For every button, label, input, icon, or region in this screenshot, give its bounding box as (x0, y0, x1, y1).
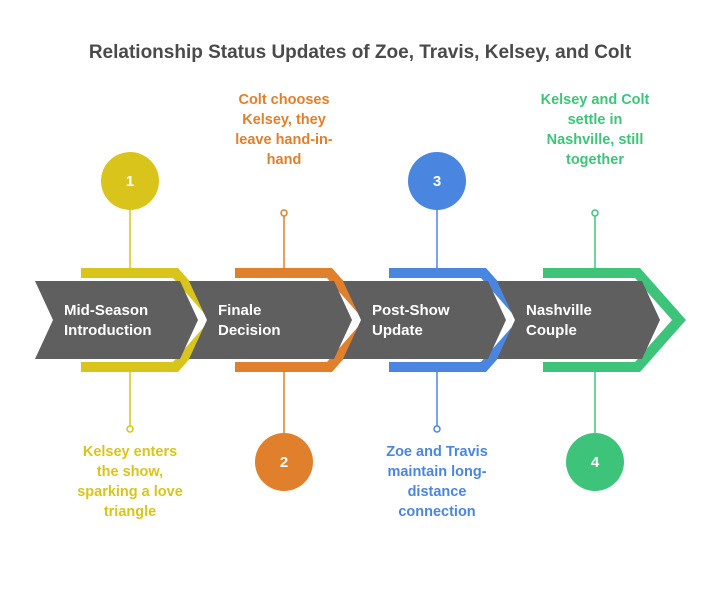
step-3-desc-line1: Zoe and Travis (386, 444, 488, 460)
step-1-label: Mid-Season Introduction (64, 301, 151, 341)
step-1-accent-chevron (81, 268, 224, 372)
step-4-desc-line4: together (566, 152, 624, 168)
step-4-label-line1: Nashville (526, 302, 592, 319)
step-4-desc-line3: Nashville, still (546, 132, 644, 148)
step-3-number-circle (408, 152, 466, 210)
step-4-description: Kelsey and Colt settle in Nashville, sti… (525, 90, 665, 170)
step-4-number: 4 (591, 454, 600, 471)
step-2-description: Colt chooses Kelsey, they leave hand-in-… (214, 90, 354, 170)
diagram-title: Relationship Status Updates of Zoe, Trav… (88, 42, 632, 63)
step-4-label-line2: Couple (526, 322, 577, 339)
step-2-number: 2 (280, 454, 288, 471)
step-1: 1 (35, 152, 224, 433)
step-2-desc-line2: Kelsey, they (242, 112, 326, 128)
step-2-desc-line4: hand (266, 152, 302, 168)
step-2-desc-line1: Colt chooses (238, 92, 330, 108)
step-2: 2 (189, 209, 378, 491)
step-3-accent-chevron (389, 268, 532, 372)
step-3-desc-line2: maintain long- (387, 464, 487, 480)
step-1-desc-dot (126, 425, 134, 433)
step-3-number: 3 (433, 173, 441, 190)
step-2-chevron (189, 281, 352, 359)
step-3-label-line1: Post-Show (372, 302, 450, 319)
step-3-label-line2: Update (372, 322, 423, 339)
step-2-number-circle (255, 433, 313, 491)
step-2-label: Finale Decision (218, 301, 281, 341)
step-1-description: Kelsey enters the show, sparking a love … (60, 442, 200, 522)
step-4-label: Nashville Couple (526, 301, 592, 341)
step-1-desc-line4: triangle (103, 504, 157, 520)
step-4-chevron (497, 281, 660, 359)
step-3-desc-line4: connection (398, 504, 476, 520)
step-4-accent-chevron (543, 268, 686, 372)
step-2-desc-line3: leave hand-in- (235, 132, 333, 148)
step-4: 4 (497, 209, 686, 491)
step-4-desc-line2: settle in (567, 112, 623, 128)
step-1-desc-line1: Kelsey enters (82, 444, 178, 460)
step-2-accent-chevron (235, 268, 378, 372)
step-4-desc-line1: Kelsey and Colt (540, 92, 650, 108)
step-4-desc-dot (591, 209, 599, 217)
step-1-chevron (35, 281, 198, 359)
step-1-number-circle (101, 152, 159, 210)
step-3-chevron (343, 281, 506, 359)
step-3-desc-line3: distance (407, 484, 467, 500)
step-4-number-circle (566, 433, 624, 491)
step-3: 3 (343, 152, 532, 433)
step-1-number: 1 (126, 173, 134, 190)
step-1-label-line2: Introduction (64, 322, 152, 339)
step-3-description: Zoe and Travis maintain long- distance c… (367, 442, 507, 522)
step-3-label: Post-Show Update (372, 301, 450, 341)
step-1-desc-line3: sparking a love (77, 484, 183, 500)
step-2-label-line2: Decision (218, 322, 281, 339)
step-3-desc-dot (433, 425, 441, 433)
step-2-desc-dot (280, 209, 288, 217)
step-2-label-line1: Finale (218, 302, 262, 319)
step-1-label-line1: Mid-Season (64, 302, 149, 319)
step-1-desc-line2: the show, (96, 464, 164, 480)
